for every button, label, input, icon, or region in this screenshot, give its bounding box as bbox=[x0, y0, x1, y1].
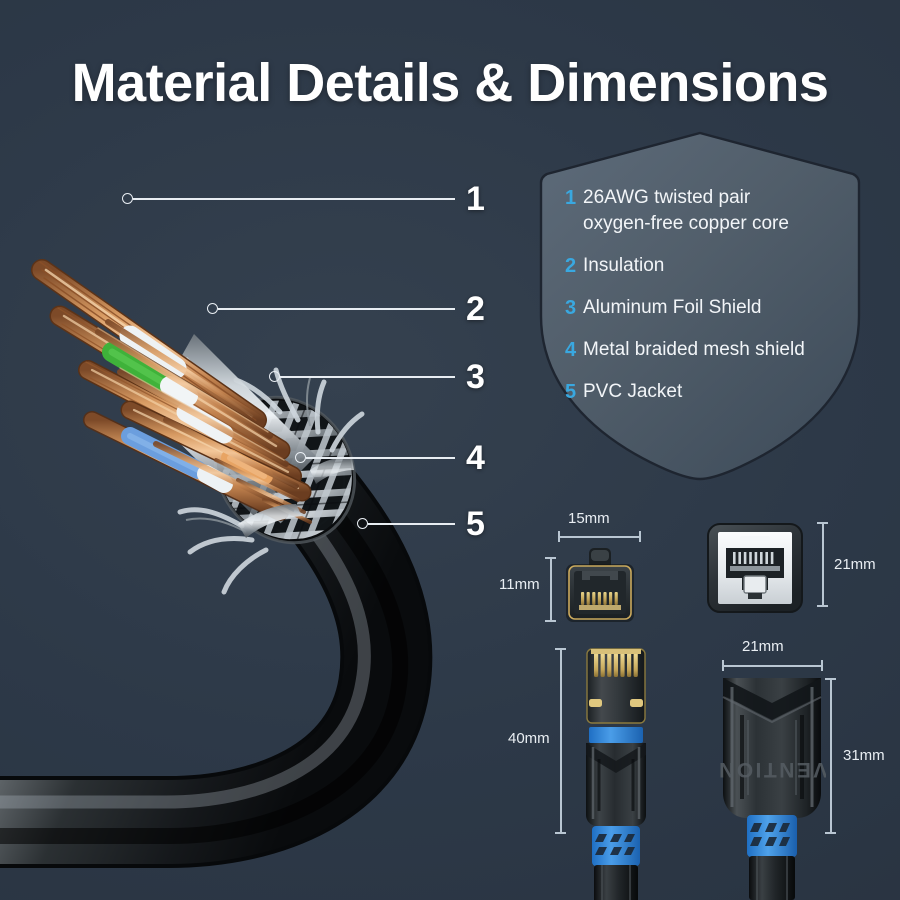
legend-item-4: 4 Metal braided mesh shield bbox=[565, 337, 855, 363]
coupler-width-dimline bbox=[722, 665, 822, 667]
port-height-cap-top bbox=[817, 522, 828, 524]
coupler-height-cap-bottom bbox=[825, 832, 836, 834]
coupler-view-group: 21mm 31mm bbox=[700, 635, 890, 900]
callout-5-number: 5 bbox=[466, 505, 485, 543]
plug-side-height-label: 40mm bbox=[508, 730, 550, 747]
brand-text-vention: VENTION bbox=[718, 758, 826, 781]
shield-legend-panel: 1 26AWG twisted pair oxygen-free copper … bbox=[535, 130, 865, 482]
callout-3-dot bbox=[269, 371, 280, 382]
plug-front-width-cap-right bbox=[639, 531, 641, 542]
rj45-plug-side-icon bbox=[586, 648, 646, 900]
port-height-dimline bbox=[822, 522, 824, 606]
rj45-port-front-icon bbox=[707, 523, 803, 613]
plug-front-width-label: 15mm bbox=[568, 510, 610, 527]
coupler-height-dimline bbox=[830, 678, 832, 833]
legend-item-3-number: 3 bbox=[565, 297, 577, 319]
legend-item-1-text: 26AWG twisted pair oxygen-free copper co… bbox=[583, 185, 789, 237]
plug-front-view-group: 15mm 11mm bbox=[499, 505, 690, 630]
plug-front-height-cap-top bbox=[545, 557, 556, 559]
plug-front-height-dimline bbox=[550, 557, 552, 621]
coupler-width-label: 21mm bbox=[742, 638, 784, 655]
legend-list: 1 26AWG twisted pair oxygen-free copper … bbox=[565, 185, 855, 407]
page-title: Material Details & Dimensions bbox=[71, 53, 829, 113]
coupler-width-cap-right bbox=[821, 660, 823, 671]
port-height-label: 21mm bbox=[834, 556, 876, 573]
callout-4-dot bbox=[295, 452, 306, 463]
legend-item-5-text: PVC Jacket bbox=[583, 381, 683, 402]
cable-cutaway-illustration bbox=[0, 259, 433, 868]
legend-item-2: 2 Insulation bbox=[565, 253, 855, 279]
callout-1-dot bbox=[122, 193, 133, 204]
plug-side-view-group: 40mm bbox=[500, 635, 690, 900]
rj45-plug-front-icon bbox=[566, 548, 634, 622]
plug-front-width-cap-left bbox=[558, 531, 560, 542]
callout-2-dot bbox=[207, 303, 218, 314]
legend-item-1-number: 1 bbox=[565, 187, 577, 209]
legend-item-2-text: Insulation bbox=[583, 255, 665, 276]
callout-3-line bbox=[280, 376, 455, 378]
legend-item-3: 3 Aluminum Foil Shield bbox=[565, 295, 855, 321]
plug-side-height-cap-top bbox=[555, 648, 566, 650]
plug-side-height-dimline bbox=[560, 648, 562, 833]
coupler-height-cap-top bbox=[825, 678, 836, 680]
callout-2-line bbox=[218, 308, 455, 310]
legend-item-4-text: Metal braided mesh shield bbox=[583, 339, 805, 360]
callout-3-number: 3 bbox=[466, 358, 485, 396]
legend-item-1-line1: 26AWG twisted pair bbox=[583, 187, 751, 208]
legend-item-5: 5 PVC Jacket bbox=[565, 379, 855, 405]
callout-5-line bbox=[368, 523, 455, 525]
coupler-width-cap-left bbox=[722, 660, 724, 671]
rj45-coupler-icon: VENTION bbox=[718, 678, 826, 900]
callout-2-number: 2 bbox=[466, 290, 485, 328]
plug-front-width-dimline bbox=[558, 536, 640, 538]
callout-4-line bbox=[306, 457, 455, 459]
rj45-port-front-view-group: 21mm bbox=[700, 505, 885, 630]
port-height-cap-bottom bbox=[817, 605, 828, 607]
legend-item-4-number: 4 bbox=[565, 339, 577, 361]
shield-shape bbox=[539, 131, 861, 481]
legend-item-2-number: 2 bbox=[565, 255, 577, 277]
plug-side-height-cap-bottom bbox=[555, 832, 566, 834]
plug-front-height-cap-bottom bbox=[545, 620, 556, 622]
callout-1-line bbox=[133, 198, 455, 200]
legend-item-1-line2: oxygen-free copper core bbox=[583, 213, 789, 234]
callout-5-dot bbox=[357, 518, 368, 529]
legend-item-3-text: Aluminum Foil Shield bbox=[583, 297, 762, 318]
plug-front-height-label: 11mm bbox=[499, 576, 540, 593]
legend-item-5-number: 5 bbox=[565, 381, 577, 403]
legend-item-1: 1 26AWG twisted pair oxygen-free copper … bbox=[565, 185, 855, 237]
coupler-height-label: 31mm bbox=[843, 747, 885, 764]
callout-4-number: 4 bbox=[466, 439, 485, 477]
callout-1-number: 1 bbox=[466, 180, 485, 218]
